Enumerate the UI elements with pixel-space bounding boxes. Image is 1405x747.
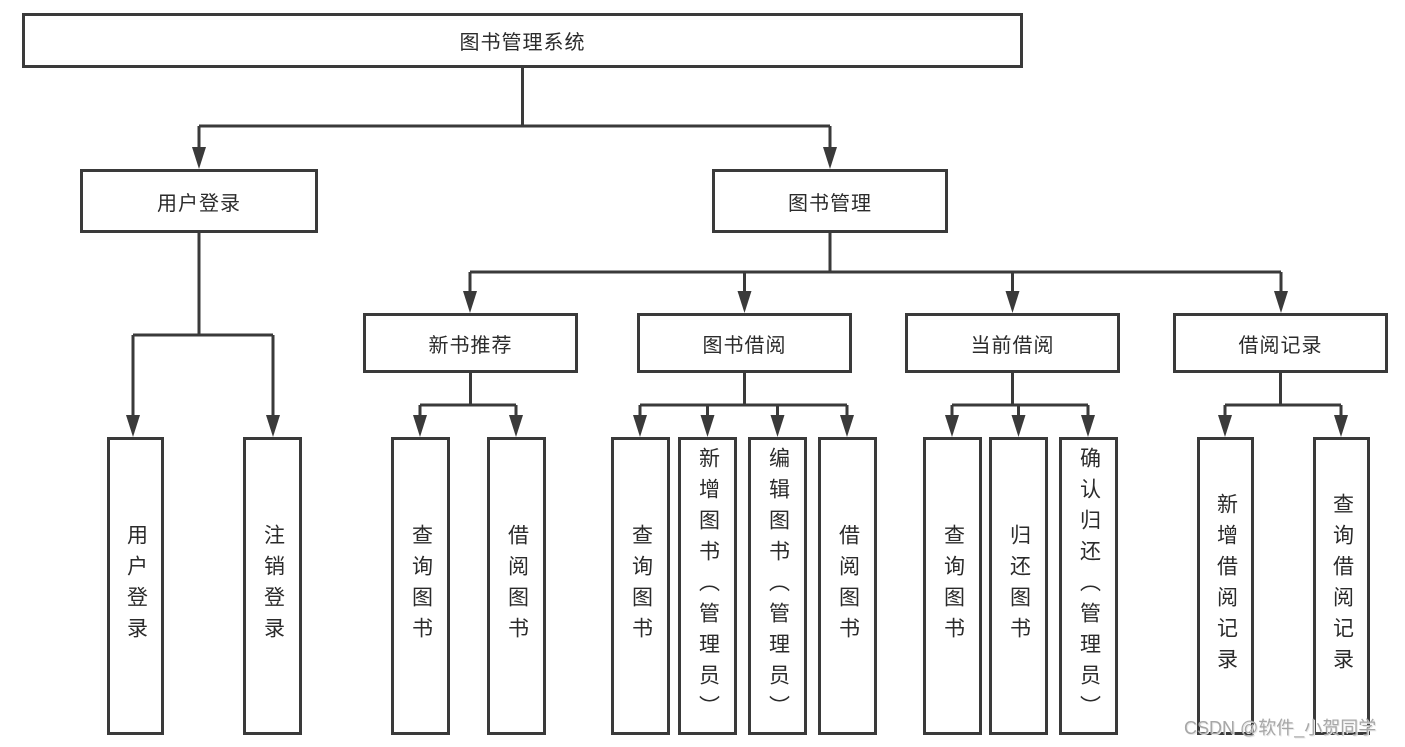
leaf-borrow-books-1: 借阅图书	[487, 437, 546, 735]
leaf-label: 注销登录	[261, 524, 285, 648]
leaf-label: 查询图书	[629, 524, 653, 648]
arrow-down-icon	[1218, 415, 1232, 437]
csdn-watermark: CSDN @软件_小贺同学	[1184, 718, 1377, 738]
leaf-query-books-1: 查询图书	[391, 437, 450, 735]
connector-line	[197, 68, 832, 151]
node-current-borrow-label: 当前借阅	[970, 334, 1055, 357]
connector-line	[468, 233, 1283, 295]
leaf-add-book-admin: 新增图书（管理员）	[678, 437, 737, 735]
leaf-label: 编辑图书（管理员）	[766, 446, 790, 726]
connector-line	[1223, 373, 1343, 419]
leaf-label: 查询图书	[409, 524, 433, 648]
node-borrow-records: 借阅记录	[1173, 313, 1388, 373]
leaf-label: 新增图书（管理员）	[696, 446, 720, 726]
leaf-query-books-3: 查询图书	[923, 437, 982, 735]
leaf-borrow-books-2: 借阅图书	[818, 437, 877, 735]
leaf-user-login: 用户登录	[107, 437, 164, 735]
leaf-label: 借阅图书	[836, 524, 860, 648]
leaf-label: 归还图书	[1007, 524, 1031, 648]
arrow-down-icon	[633, 415, 647, 437]
arrow-down-icon	[770, 415, 785, 437]
node-user-login: 用户登录	[80, 169, 318, 233]
leaf-confirm-return-admin: 确认归还（管理员）	[1059, 437, 1118, 735]
node-book-management-label: 图书管理	[788, 192, 872, 215]
leaf-return-book: 归还图书	[989, 437, 1048, 735]
arrow-down-icon	[737, 291, 752, 313]
connector-lines	[131, 68, 1343, 419]
leaf-edit-book-admin: 编辑图书（管理员）	[748, 437, 807, 735]
arrow-down-icon	[945, 415, 959, 437]
node-borrow-records-label: 借阅记录	[1238, 334, 1323, 357]
arrow-down-icon	[509, 415, 523, 437]
connector-line	[131, 233, 275, 419]
arrow-down-icon	[126, 415, 140, 437]
arrow-down-icon	[700, 415, 715, 437]
arrow-down-icon	[1005, 291, 1020, 313]
node-user-login-label: 用户登录	[157, 192, 241, 215]
arrow-down-icon	[1081, 415, 1095, 437]
connector-line	[950, 373, 1090, 419]
node-root: 图书管理系统	[22, 13, 1023, 68]
node-new-book-recommend-label: 新书推荐	[428, 334, 513, 357]
arrow-down-icon	[840, 415, 854, 437]
arrow-down-icon	[1011, 415, 1026, 437]
leaf-label: 查询借阅记录	[1330, 493, 1354, 679]
leaf-label: 查询图书	[941, 524, 965, 648]
arrow-down-icon	[1334, 415, 1348, 437]
arrow-down-icon	[266, 415, 280, 437]
connector-arrows	[126, 147, 1348, 437]
connector-line	[418, 373, 518, 419]
node-book-borrow-label: 图书借阅	[702, 334, 787, 357]
leaf-query-books-2: 查询图书	[611, 437, 670, 735]
leaf-label: 新增借阅记录	[1214, 493, 1238, 679]
connector-line	[638, 373, 849, 419]
leaf-logout: 注销登录	[243, 437, 302, 735]
arrow-down-icon	[413, 415, 427, 437]
node-root-label: 图书管理系统	[459, 32, 586, 54]
leaf-label: 用户登录	[124, 524, 148, 648]
node-book-management: 图书管理	[712, 169, 948, 233]
arrow-down-icon	[192, 147, 206, 169]
arrow-down-icon	[823, 147, 837, 169]
leaf-query-borrow-record: 查询借阅记录	[1313, 437, 1370, 735]
leaf-add-borrow-record: 新增借阅记录	[1197, 437, 1254, 735]
node-new-book-recommend: 新书推荐	[363, 313, 578, 373]
arrow-down-icon	[463, 291, 477, 313]
arrow-down-icon	[1274, 291, 1288, 313]
leaf-label: 确认归还（管理员）	[1077, 446, 1101, 726]
node-book-borrow: 图书借阅	[637, 313, 852, 373]
node-current-borrow: 当前借阅	[905, 313, 1120, 373]
leaf-label: 借阅图书	[505, 524, 529, 648]
